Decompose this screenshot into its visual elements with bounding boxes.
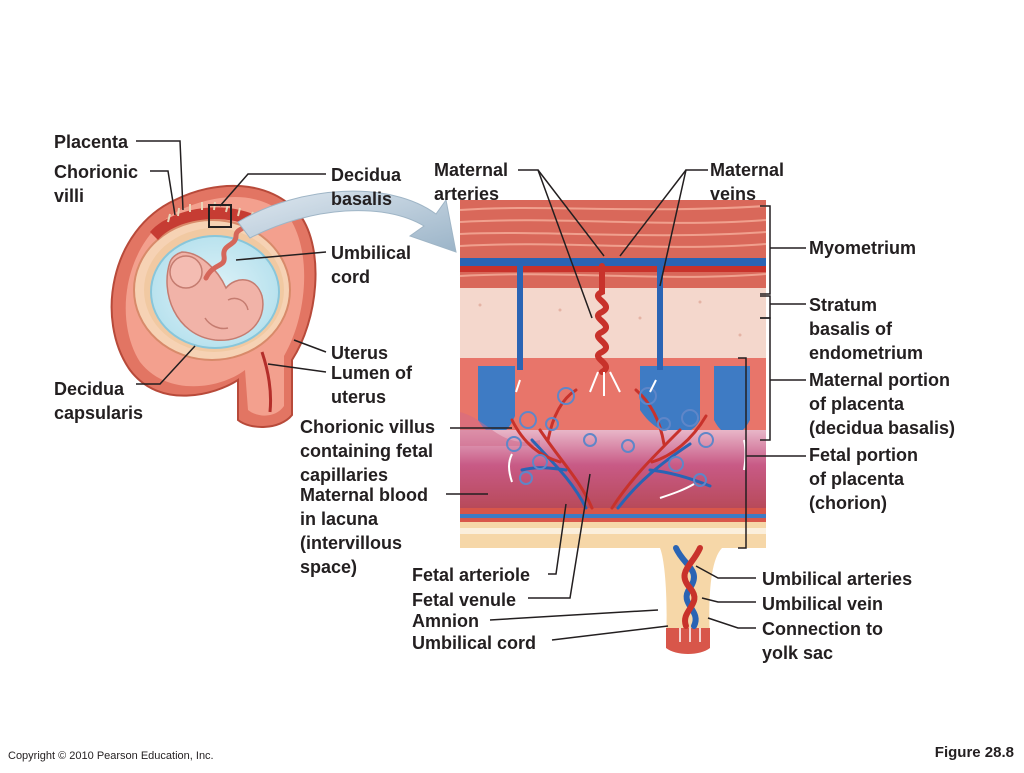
label-amnion: Amnion — [412, 611, 479, 631]
label-decidua-basalis: Decidua basalis — [331, 165, 402, 209]
label-maternal-blood: Maternal blood in lacuna (intervillous s… — [300, 485, 429, 577]
umbilical-vessels — [673, 545, 703, 629]
label-maternal-veins: Maternal veins — [710, 160, 785, 204]
magnify-arrow — [237, 190, 457, 253]
figure-number: Figure 28.8 — [934, 744, 1014, 761]
label-umbilical-cord-left: Umbilical cord — [331, 243, 412, 287]
label-umbilical-arteries: Umbilical arteries — [762, 569, 913, 589]
label-fetal-arteriole: Fetal arteriole — [412, 565, 531, 585]
villus-loops — [506, 387, 714, 487]
label-placenta: Placenta — [54, 132, 129, 152]
label-chorionic-villi: Chorionic villi — [54, 162, 138, 206]
label-maternal-portion: Maternal portion of placenta (decidua ba… — [809, 370, 956, 438]
maternal-vein-horizontal — [460, 258, 766, 266]
embryo — [166, 251, 264, 341]
label-fetal-portion: Fetal portion of placenta (chorion) — [809, 445, 918, 513]
label-chorionic-villus: Chorionic villus containing fetal capill… — [300, 417, 436, 485]
label-uterus: Uterus — [331, 343, 389, 363]
placenta-section — [459, 200, 767, 654]
uterus-illustration — [110, 184, 317, 428]
label-decidua-capsularis: Decidua capsularis — [54, 379, 144, 423]
stratum-basalis-layer — [460, 288, 766, 358]
label-lumen-of-uterus: Lumen of uterus — [331, 363, 412, 407]
label-connection-yolk-sac: Connection to yolk sac — [762, 619, 883, 663]
maternal-artery-horizontal — [460, 266, 766, 272]
label-maternal-arteries: Maternal arteries — [434, 160, 509, 204]
leader-lines — [136, 140, 806, 641]
amnion-layer — [460, 522, 766, 548]
label-myometrium: Myometrium — [809, 238, 917, 258]
label-umbilical-cord-bottom: Umbilical cord — [412, 633, 537, 653]
uterine-lumen — [260, 351, 272, 413]
spiral-artery — [595, 263, 609, 375]
copyright-text: Copyright © 2010 Pearson Education, Inc. — [8, 750, 214, 762]
label-fetal-venule: Fetal venule — [412, 590, 517, 610]
umbilical-cord-left-shape — [203, 219, 251, 281]
label-stratum-basalis: Stratum basalis of endometrium — [809, 295, 924, 363]
label-umbilical-vein: Umbilical vein — [762, 594, 884, 614]
